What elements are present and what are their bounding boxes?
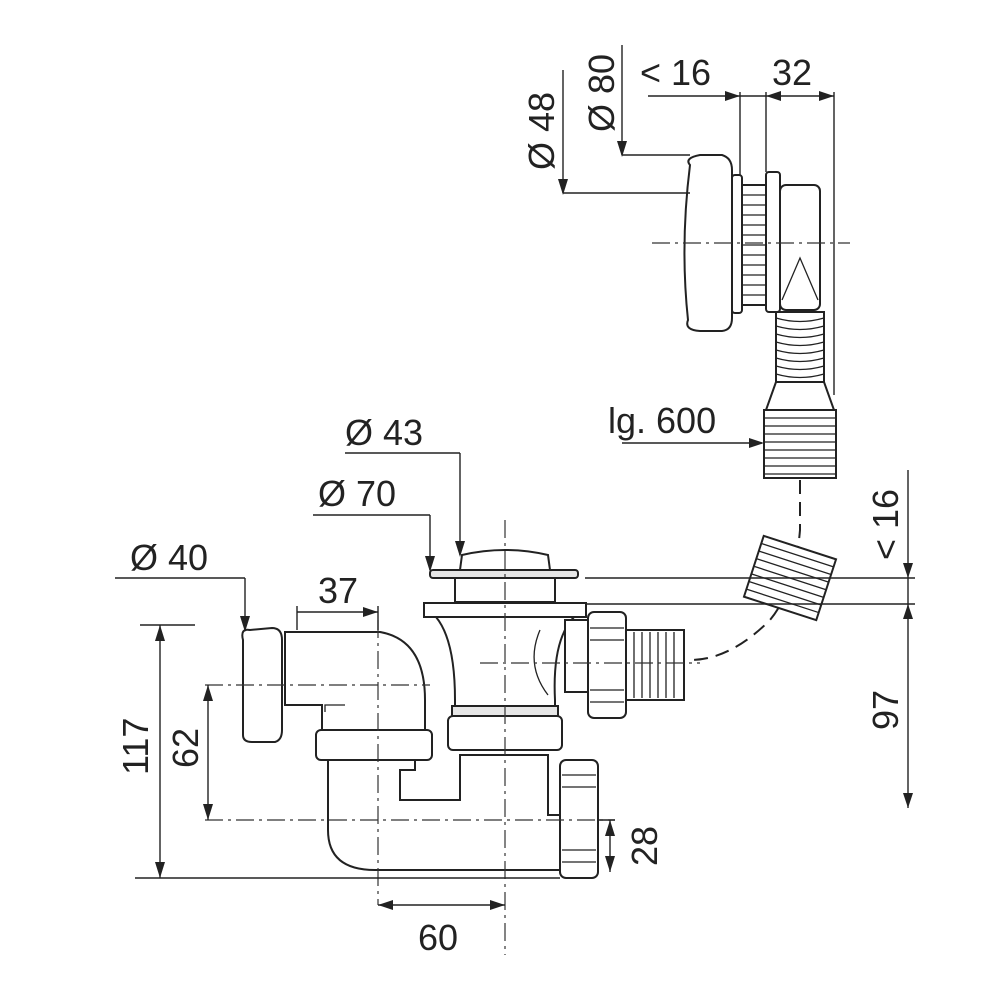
drain-assembly — [423, 549, 685, 719]
overflow-hose — [763, 311, 837, 479]
label-total-height: 117 — [115, 718, 156, 775]
label-overflow-inner-diameter: Ø 48 — [521, 92, 562, 170]
label-overflow-outer-diameter: Ø 80 — [581, 54, 622, 132]
center-lines — [205, 242, 850, 955]
label-outlet-diameter: Ø 40 — [130, 537, 208, 578]
drain-nut-ribs — [590, 627, 624, 703]
label-drain-outer-diameter: Ø 70 — [318, 473, 396, 514]
label-outlet-connection-height: 28 — [624, 826, 665, 866]
dimension-lines — [115, 45, 915, 910]
label-trap-spacing: 60 — [418, 917, 458, 958]
label-overflow-wall-thickness: < 16 — [640, 52, 711, 93]
overflow-assembly — [683, 154, 837, 479]
label-drain-wall-thickness: < 16 — [865, 489, 906, 560]
label-overflow-depth: 32 — [772, 52, 812, 93]
label-hose-length: lg. 600 — [608, 400, 716, 441]
trap — [241, 626, 599, 879]
label-outlet-height: 62 — [165, 728, 206, 768]
trap-nut-ribs — [562, 774, 596, 863]
label-drain-depth: 97 — [865, 690, 906, 730]
label-drain-inner-diameter: Ø 43 — [345, 412, 423, 453]
dimension-labels: Ø 80 Ø 48 < 16 32 lg. 600 Ø 43 Ø 70 Ø 40… — [115, 52, 906, 958]
label-trap-offset: 37 — [318, 570, 358, 611]
